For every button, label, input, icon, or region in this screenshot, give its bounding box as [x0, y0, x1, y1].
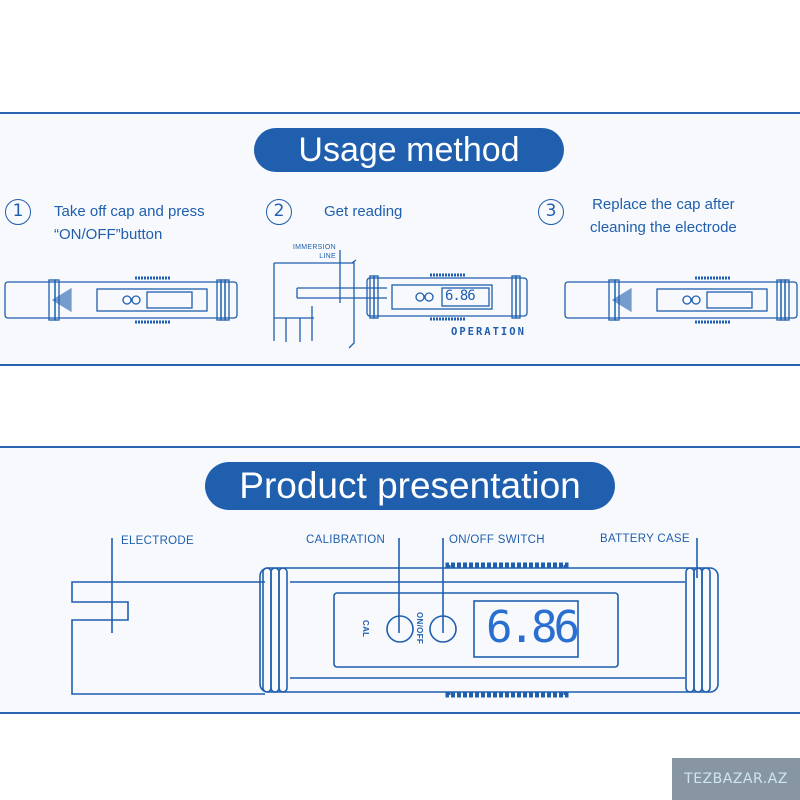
pen-capped-illustration-1	[4, 276, 238, 324]
step-2-text: Get reading	[324, 203, 403, 220]
watermark: TEZBAZAR.AZ	[672, 758, 800, 800]
step-3-text: Replace the cap after cleaning the electr…	[590, 193, 737, 239]
onoff-button-label: ON/OFF	[415, 612, 424, 645]
pen-capped-illustration-3	[564, 276, 798, 324]
product-presentation-title: Product presentation	[205, 462, 615, 510]
calibration-label: CALIBRATION	[306, 534, 386, 546]
electrode-label: ELECTRODE	[121, 535, 194, 547]
immersion-label-2: LINE	[319, 253, 336, 260]
step-1-number: 1	[5, 199, 31, 225]
step-1-line2: “ON/OFF”button	[54, 226, 163, 243]
step-2-number: 2	[266, 199, 292, 225]
operation-label: OPERATION	[451, 326, 526, 338]
step-3-line2: cleaning the electrode	[590, 219, 737, 236]
battery-case-label: BATTERY CASE	[600, 533, 690, 545]
pen-in-beaker-illustration	[273, 250, 528, 349]
ph-meter-diagram	[71, 538, 719, 698]
immersion-line-label: IMMERSION LINE	[284, 243, 336, 261]
step-1-line1: Take off cap and press	[54, 203, 205, 220]
lcd-display-reading: 6.86	[486, 602, 580, 653]
step-1-text: Take off cap and press “ON/OFF”button	[54, 200, 205, 246]
onoff-switch-label: ON/OFF SWITCH	[449, 534, 545, 546]
step-3-line1: Replace the cap after	[592, 196, 735, 213]
cal-button-label: CAL	[361, 620, 370, 638]
step-3-number: 3	[538, 199, 564, 225]
usage-method-title: Usage method	[254, 128, 564, 172]
immersion-label-1: IMMERSION	[292, 244, 336, 251]
step-2-display-reading: 6.86	[445, 288, 476, 304]
